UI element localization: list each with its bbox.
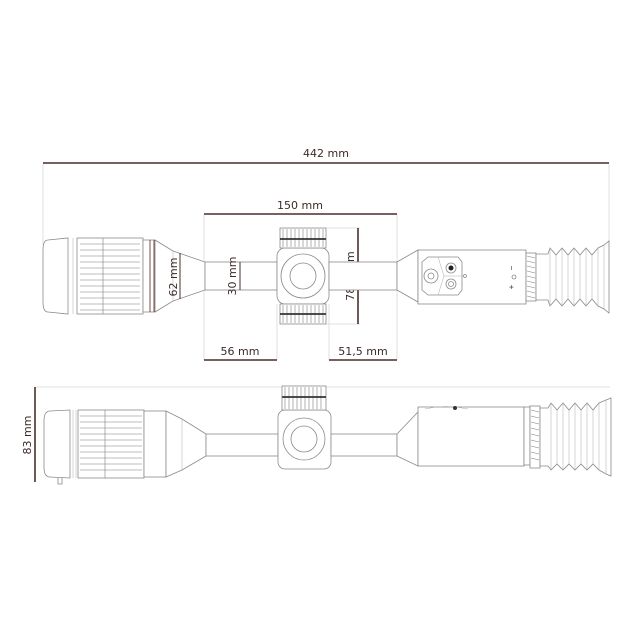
side-eyecup	[539, 397, 612, 477]
focus-ring	[76, 237, 144, 315]
front-segment-label: 56 mm	[221, 345, 260, 358]
rear-tube	[328, 261, 398, 291]
overall-height-label: 83 mm	[21, 416, 34, 455]
eyecup	[535, 240, 610, 314]
minus-mark: −	[507, 265, 516, 270]
side-view: 83 mm	[21, 385, 612, 485]
rear-segment-label: 51,5 mm	[338, 345, 387, 358]
zero-mark	[511, 274, 517, 280]
dimension-overall-length: 442 mm	[42, 147, 610, 245]
dimension-rear-segment: 51,5 mm	[328, 304, 397, 361]
objective-diameter-label: 62 mm	[167, 258, 180, 297]
plus-mark: +	[507, 284, 516, 289]
mount-length-label: 150 mm	[277, 199, 323, 212]
tube-diameter-label: 30 mm	[226, 257, 239, 296]
overall-length-label: 442 mm	[303, 147, 349, 160]
dimension-front-segment: 56 mm	[204, 304, 278, 361]
objective-cap	[42, 237, 69, 315]
focus-ring-knurl	[80, 238, 140, 314]
lens-cap-hinge	[57, 478, 63, 485]
side-electronics-body	[417, 406, 525, 467]
side-elevation-knob	[281, 385, 327, 411]
top-view: 62 mm 30 mm	[42, 227, 610, 325]
front-tube	[204, 261, 278, 291]
